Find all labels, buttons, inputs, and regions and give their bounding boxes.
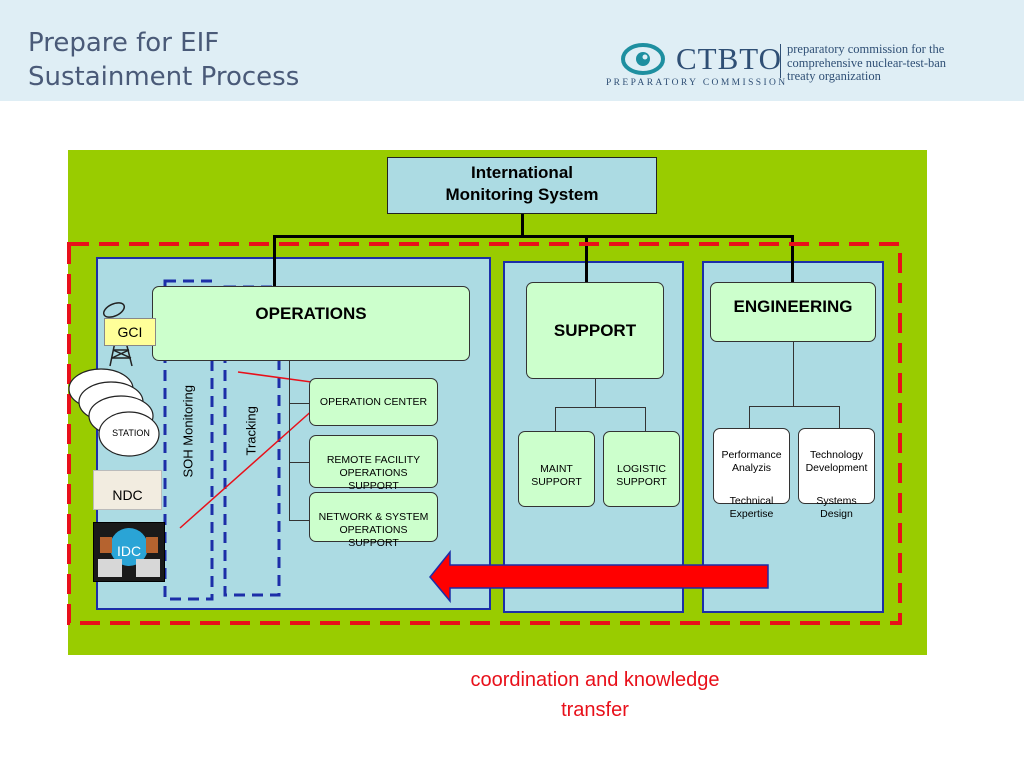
- support-tree-r: [645, 407, 646, 432]
- support-box: SUPPORT: [526, 282, 664, 379]
- operations-box: OPERATIONS: [152, 286, 470, 361]
- ims-root-box: International Monitoring System: [387, 157, 657, 214]
- technical-expertise-label: Technical Expertise: [729, 495, 774, 520]
- logo-wordmark: CTBTO: [676, 41, 783, 76]
- ndc-tag: NDC: [93, 470, 162, 510]
- idc-arrow-line: [179, 399, 325, 529]
- support-tree-h: [555, 407, 646, 408]
- network-system-box: NETWORK & SYSTEM OPERATIONS SUPPORT: [309, 492, 438, 549]
- soh-boundary: [163, 279, 214, 601]
- maint-support-box: MAINT SUPPORT: [518, 431, 595, 507]
- ops-tree-h3: [289, 520, 310, 521]
- eng-tree-h: [749, 406, 840, 407]
- remote-facility-box: REMOTE FACILITY OPERATIONS SUPPORT: [309, 435, 438, 492]
- globe-computer-icon: [98, 528, 160, 577]
- operation-center-box: OPERATION CENTER: [309, 378, 438, 426]
- ndc-label: NDC: [112, 487, 143, 503]
- logo-description: preparatory commission for the comprehen…: [787, 42, 947, 83]
- logo-separator: [780, 44, 781, 78]
- eng-tree-r: [839, 406, 840, 429]
- ops-tree-h1: [289, 403, 310, 404]
- slide-header: Prepare for EIF Sustainment Process CTBT…: [0, 0, 1024, 101]
- coordination-boundary: [67, 242, 902, 625]
- station-label: STATION: [112, 428, 150, 438]
- ctbto-logo-icon: [621, 43, 665, 75]
- ops-connector: [273, 235, 276, 287]
- eng-tree-v: [793, 342, 794, 406]
- ops-tree-v: [289, 361, 290, 521]
- remote-facility-label: REMOTE FACILITY OPERATIONS SUPPORT: [326, 454, 421, 492]
- support-connector: [585, 235, 588, 283]
- root-connector-h: [273, 235, 794, 238]
- ops-tree-h2: [289, 462, 310, 463]
- gci-tag: GCI: [104, 318, 156, 346]
- station-tag: STATION: [99, 428, 163, 438]
- eng-connector: [791, 235, 794, 282]
- engineering-box: ENGINEERING: [710, 282, 876, 342]
- network-system-label: NETWORK & SYSTEM OPERATIONS SUPPORT: [318, 511, 429, 549]
- performance-analyzis-label: Performance Analyzis: [721, 449, 782, 474]
- idc-label: IDC: [116, 543, 142, 559]
- eng-tree-l: [749, 406, 750, 429]
- soh-monitoring-label: SOH Monitoring: [180, 385, 196, 478]
- technology-box: Technology Development Systems Design: [798, 428, 875, 520]
- logistic-support-box: LOGISTIC SUPPORT: [603, 431, 680, 507]
- logo-subtitle: PREPARATORY COMMISSION: [606, 78, 788, 88]
- tracking-label: Tracking: [243, 406, 259, 456]
- knowledge-transfer-arrow: [429, 549, 769, 604]
- operations-label: OPERATIONS: [255, 304, 367, 323]
- coordination-caption: coordination and knowledge transfer: [470, 669, 720, 721]
- engineering-label: ENGINEERING: [733, 297, 853, 316]
- slide-title: Prepare for EIF Sustainment Process: [28, 28, 300, 92]
- support-tree-v: [595, 379, 596, 407]
- operation-center-label: OPERATION CENTER: [319, 395, 428, 408]
- performance-box: Performance Analyzis Technical Expertise: [713, 428, 790, 520]
- technology-development-label: Technology Development: [805, 449, 868, 474]
- station-icons: [68, 368, 160, 457]
- idc-tag: IDC: [93, 522, 165, 582]
- gci-label: GCI: [117, 324, 143, 340]
- support-label: SUPPORT: [553, 321, 637, 340]
- logistic-support-label: LOGISTIC SUPPORT: [616, 463, 667, 488]
- maint-support-label: MAINT SUPPORT: [531, 463, 582, 488]
- support-tree-l: [555, 407, 556, 432]
- root-connector-v: [521, 214, 524, 236]
- systems-design-label: Systems Design: [816, 495, 857, 520]
